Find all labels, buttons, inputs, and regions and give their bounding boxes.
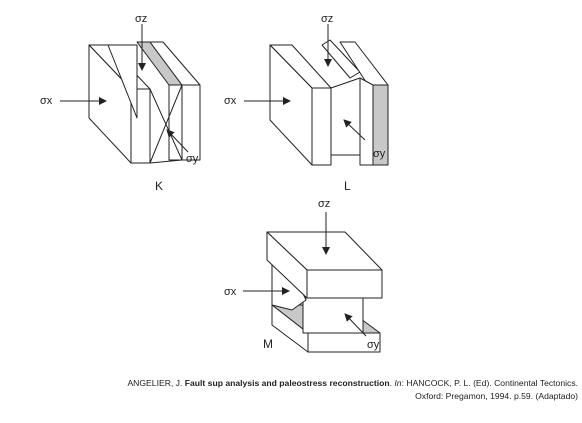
caption-title: Fault sup analysis and paleostress recon… xyxy=(184,378,390,388)
m-middle-face xyxy=(302,297,364,334)
caption-line-2: Oxford: Pregamon, 1994. p.59. (Adaptado) xyxy=(415,391,578,401)
caption-author: ANGELIER, J. xyxy=(127,378,183,388)
l-sigma-y-label: σy xyxy=(373,148,386,160)
l-panel-label: L xyxy=(344,179,351,193)
l-sigma-x-label: σx xyxy=(224,95,237,107)
caption-line-1: ANGELIER, J. Fault sup analysis and pale… xyxy=(127,378,578,388)
k-notch-back xyxy=(107,44,138,119)
k-sigma-z-label: σz xyxy=(135,13,147,25)
k-panel-label: K xyxy=(155,179,163,193)
k-fault-line-2 xyxy=(149,84,183,164)
diagram-m xyxy=(243,212,383,353)
m-top-block-face xyxy=(306,269,383,299)
k-right-block-inner xyxy=(168,84,183,161)
l-left-block-face xyxy=(311,87,332,166)
caption-editor: : HANCOCK, P. L. (Ed). Continental Tecto… xyxy=(401,378,578,388)
m-sigma-z-label: σz xyxy=(318,198,330,210)
m-sigma-y-arrow xyxy=(344,313,367,337)
m-sigma-x-label: σx xyxy=(224,286,237,298)
m-sigma-y-label: σy xyxy=(367,339,380,351)
diagram-k xyxy=(60,24,201,164)
m-panel-label: M xyxy=(263,337,273,351)
k-base xyxy=(149,159,183,164)
diagram-l xyxy=(244,24,389,166)
l-sigma-y-arrow xyxy=(343,119,366,141)
l-right-block-face xyxy=(359,77,374,166)
k-sigma-x-label: σx xyxy=(40,95,53,107)
k-sigma-y-arrow xyxy=(166,129,189,153)
caption-in: In xyxy=(394,378,402,388)
l-gap-wall xyxy=(330,77,361,156)
l-sigma-z-label: σz xyxy=(321,13,333,25)
k-sigma-y-label: σy xyxy=(186,153,199,165)
